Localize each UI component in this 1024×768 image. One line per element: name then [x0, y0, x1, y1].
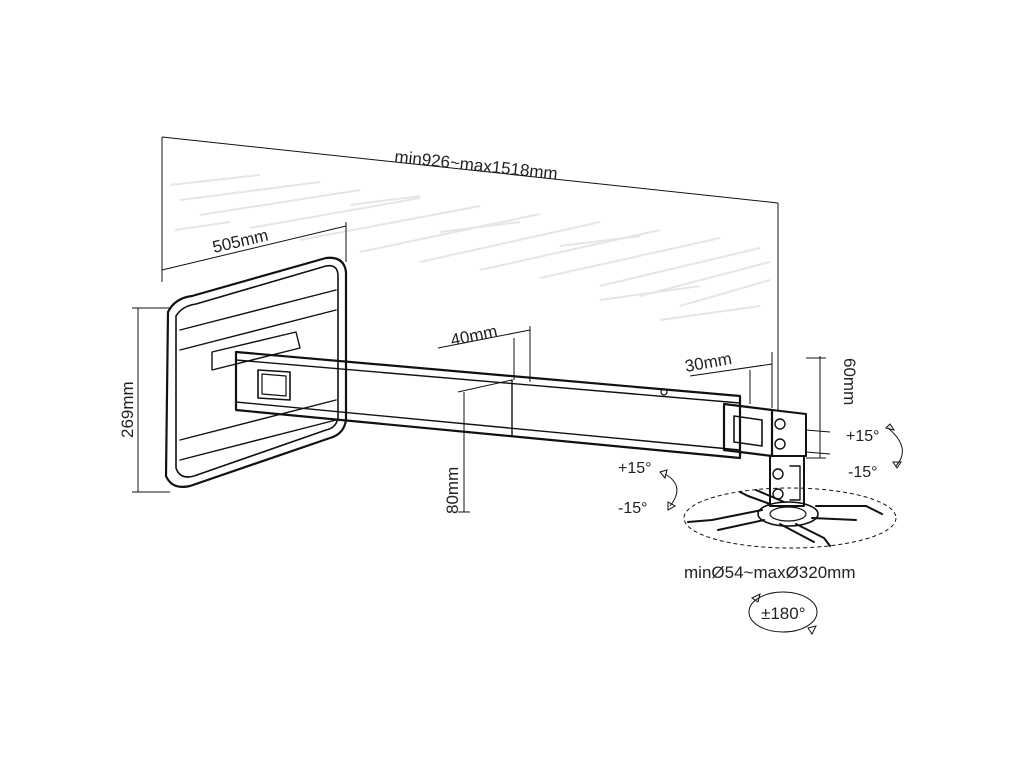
label-mount-range: minØ54~maxØ320mm — [684, 563, 855, 582]
spider-bracket — [683, 487, 897, 549]
wall-plate — [164, 256, 348, 488]
swivel-indicator: +15° -15° — [618, 460, 678, 517]
label-head-height: 60mm — [840, 358, 859, 405]
label-swivel-minus: -15° — [618, 500, 648, 517]
rotation-indicator: ±180° — [748, 591, 818, 635]
label-tilt-minus: -15° — [848, 464, 878, 481]
label-arm-height: 80mm — [443, 467, 462, 514]
label-plate-width: 505mm — [211, 226, 271, 257]
label-swivel-plus: +15° — [618, 460, 652, 477]
wall-texture — [169, 174, 771, 321]
dimension-arm-height: 80mm — [443, 379, 513, 514]
drop-pole — [769, 455, 805, 507]
label-head-width: 30mm — [683, 349, 733, 376]
sliding-head — [722, 402, 831, 458]
label-plate-height: 269mm — [118, 381, 137, 438]
label-total-length: min926~max1518mm — [394, 147, 559, 183]
dimension-plate-width: 505mm — [161, 222, 347, 271]
dimension-head-height: 60mm — [806, 356, 859, 459]
dimension-plate-height: 269mm — [118, 307, 170, 493]
label-rotation: ±180° — [761, 604, 806, 623]
label-tilt-plus: +15° — [846, 428, 880, 445]
label-arm-inner-width: 40mm — [449, 322, 499, 350]
tilt-indicator: +15° -15° — [846, 423, 903, 481]
extension-arm — [234, 350, 742, 460]
